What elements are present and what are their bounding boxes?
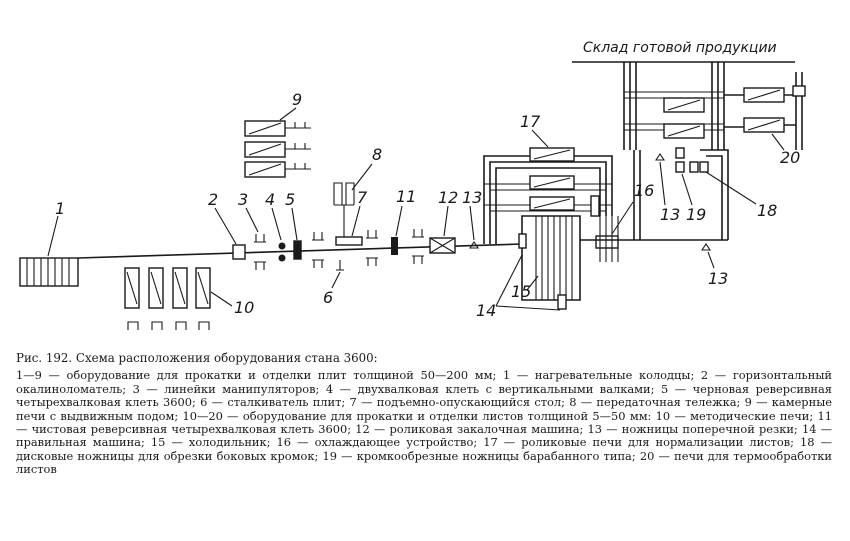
label-13a: 13 (462, 188, 482, 207)
label-13c: 13 (708, 269, 728, 288)
caption-body: 1—9 — оборудование для прокатки и отделк… (16, 368, 832, 477)
leader-5 (291, 207, 298, 241)
label-12: 12 (438, 188, 458, 207)
manipulator-guides (254, 229, 424, 270)
label-11: 11 (396, 187, 416, 206)
label-7: 7 (357, 188, 368, 207)
figure-caption: Рис. 192. Схема расположения оборудовани… (16, 351, 832, 477)
transfer-car (333, 182, 355, 237)
label-13b: 13 (660, 205, 680, 224)
drum-edge-shears (675, 147, 685, 173)
leader-16 (611, 201, 634, 235)
equipment-layout-diagram: Склад готовой продукции 1 2 3 4 5 6 (19, 40, 806, 330)
vertical-bundle-right (599, 216, 619, 262)
disc-shears (689, 161, 709, 173)
roughing-stand (293, 240, 302, 260)
lifting-table (335, 236, 363, 246)
warehouse-label: Склад готовой продукции (583, 40, 777, 56)
shears-13c (700, 243, 712, 251)
leader-2 (214, 207, 237, 245)
label-17: 17 (520, 112, 541, 131)
label-9: 9 (292, 90, 302, 109)
leader-6 (331, 271, 341, 289)
leader-19 (681, 173, 693, 206)
label-5: 5 (285, 190, 295, 209)
label-3: 3 (238, 190, 248, 209)
leader-14b (495, 305, 561, 311)
leader-10 (210, 291, 233, 307)
leader-20 (771, 133, 785, 151)
heat-treatment-furnaces (663, 72, 806, 150)
leader-14a (495, 254, 523, 307)
label-14: 14 (476, 301, 496, 320)
leader-12 (443, 205, 449, 237)
leader-1 (47, 215, 59, 257)
label-8: 8 (372, 145, 382, 164)
label-1: 1 (55, 199, 65, 218)
leader-9 (279, 107, 297, 121)
leader-17 (531, 129, 549, 148)
roller-furnaces (529, 147, 575, 211)
leader-13c (707, 251, 715, 269)
label-15: 15 (511, 282, 531, 301)
leader-18 (705, 171, 757, 205)
leader-7 (351, 205, 361, 237)
descaler (232, 244, 246, 260)
shears-13a (468, 241, 480, 249)
leader-13b (659, 161, 666, 206)
leader-3 (245, 207, 259, 233)
label-2: 2 (208, 190, 218, 209)
leader-11 (395, 205, 403, 237)
label-10: 10 (234, 298, 254, 317)
label-16: 16 (634, 181, 654, 200)
leader-13a (469, 205, 475, 241)
label-4: 4 (265, 190, 275, 209)
cooling-bed (518, 215, 581, 310)
label-6: 6 (323, 288, 333, 307)
chamber-furnaces (244, 120, 311, 178)
leader-15 (526, 275, 539, 291)
cooling-device (595, 235, 619, 249)
leader-4 (271, 207, 282, 241)
label-18: 18 (757, 201, 777, 220)
shears-13b (654, 153, 666, 161)
caption-title: Рис. 192. Схема расположения оборудовани… (16, 351, 378, 365)
label-19: 19 (686, 205, 706, 224)
quenching-machine (429, 237, 456, 254)
cooling-device-upper (590, 195, 600, 217)
label-20: 20 (780, 148, 800, 167)
finishing-stand (391, 237, 398, 255)
plate-pusher (336, 260, 344, 271)
vertical-roll-stand (278, 242, 286, 262)
continuous-furnaces (124, 267, 211, 330)
leader-8 (351, 163, 373, 191)
soaking-pits (19, 257, 79, 287)
